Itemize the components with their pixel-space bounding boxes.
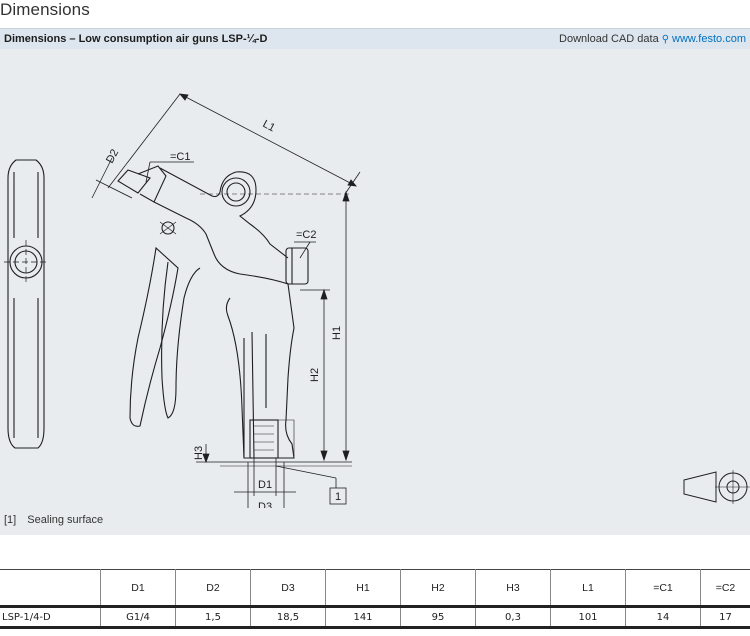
projection-symbol: [683, 470, 750, 504]
table-cell: 1,5: [175, 606, 251, 629]
table-cell: 0,3: [475, 606, 551, 629]
dimensions-table: D1 D2 D3 H1 H2 H3 L1 =C1 =C2 LSP-1/4-D G…: [0, 569, 750, 629]
side-view: [4, 159, 48, 449]
table-cell: 141: [325, 606, 401, 629]
label-l1: L1: [261, 118, 277, 134]
technical-drawing: L1 D2 =C1 =C2 H1 H2 H3 D1 D3 1: [4, 93, 750, 508]
table-cell: 101: [550, 606, 626, 629]
panel-header: Dimensions – Low consumption air guns LS…: [0, 28, 750, 49]
label-h1: H1: [331, 326, 343, 340]
table-header-cell: H3: [475, 569, 551, 608]
label-callout-1: 1: [335, 491, 341, 503]
table-header-cell: L1: [550, 569, 626, 608]
cad-label: Download CAD data: [559, 33, 659, 45]
table-cell: 18,5: [250, 606, 326, 629]
external-link-icon: ⚲: [661, 33, 670, 45]
table-cell: 14: [625, 606, 701, 629]
table-header-cell: H1: [325, 569, 401, 608]
label-h3: H3: [193, 446, 205, 460]
table-row: LSP-1/4-D G1/4 1,5 18,5 141 95 0,3 101 1…: [0, 606, 750, 629]
table-cell: G1/4: [100, 606, 176, 629]
table-cell: 95: [400, 606, 476, 629]
table-header-cell: H2: [400, 569, 476, 608]
page-title: Dimensions: [0, 0, 90, 19]
download-cad-link[interactable]: Download CAD data ⚲ www.festo.com: [559, 33, 746, 45]
footnote: [1] Sealing surface: [4, 514, 103, 526]
table-header-row: D1 D2 D3 H1 H2 H3 L1 =C1 =C2: [0, 569, 750, 608]
label-d3: D3: [258, 501, 272, 508]
dimension-labels: L1 D2 =C1 =C2 H1 H2 H3 D1 D3 1: [104, 118, 343, 508]
table-cell: 17: [700, 606, 750, 629]
label-d2: D2: [104, 147, 121, 165]
cad-url[interactable]: www.festo.com: [672, 33, 746, 45]
dimension-lines: [91, 93, 361, 508]
table-header-cell: =C1: [625, 569, 701, 608]
air-gun-body: [117, 165, 309, 459]
label-h2: H2: [309, 368, 321, 382]
footnote-number: [1]: [4, 514, 17, 526]
footnote-text: Sealing surface: [27, 514, 104, 526]
label-c1: =C1: [170, 151, 191, 163]
table-header-cell: D2: [175, 569, 251, 608]
dimension-drawing-panel: Dimensions – Low consumption air guns LS…: [0, 28, 750, 535]
table-header-cell: =C2: [700, 569, 750, 608]
table-header-cell: [0, 569, 101, 608]
label-d1: D1: [258, 479, 272, 491]
panel-title: Dimensions – Low consumption air guns LS…: [4, 33, 268, 45]
table-cell: LSP-1/4-D: [0, 606, 101, 629]
table-header-cell: D3: [250, 569, 326, 608]
table-header-cell: D1: [100, 569, 176, 608]
label-c2: =C2: [296, 229, 317, 241]
